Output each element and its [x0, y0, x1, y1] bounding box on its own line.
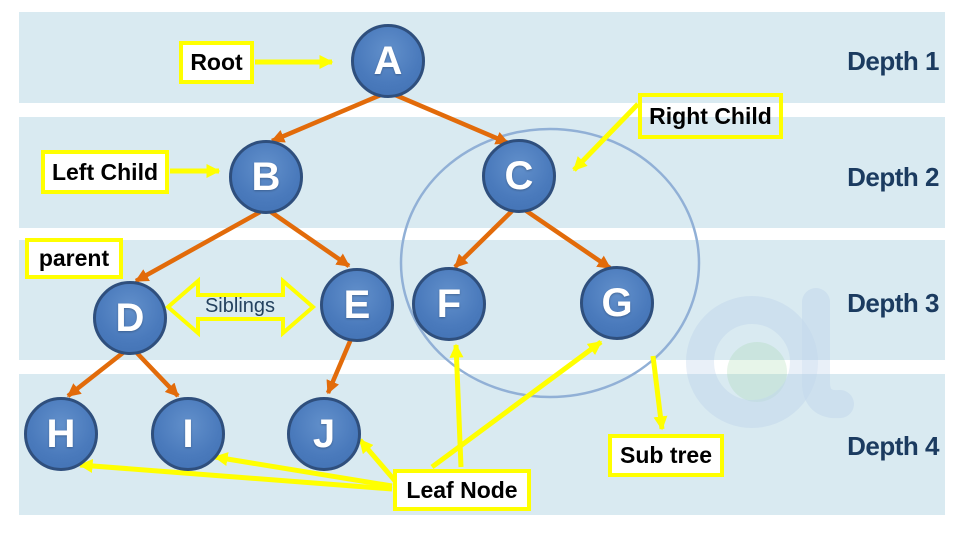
node-B: B: [229, 140, 303, 214]
node-I: I: [151, 397, 225, 471]
depth-3-label: Depth 3: [847, 288, 939, 318]
node-J: J: [287, 397, 361, 471]
siblings-label: Siblings: [204, 295, 276, 317]
root-label: Root: [179, 41, 254, 84]
node-F: F: [412, 267, 486, 341]
left-child-label: Left Child: [41, 150, 169, 194]
node-C: C: [482, 139, 556, 213]
depth-4-label: Depth 4: [847, 431, 939, 461]
leaf-node-label: Leaf Node: [393, 469, 531, 511]
parent-label: parent: [25, 238, 123, 279]
node-E: E: [320, 268, 394, 342]
depth-band-1: [19, 12, 945, 103]
node-D: D: [93, 281, 167, 355]
node-G: G: [580, 266, 654, 340]
node-H: H: [24, 397, 98, 471]
depth-1-label: Depth 1: [847, 46, 939, 76]
right-child-label: Right Child: [638, 93, 783, 139]
node-A: A: [351, 24, 425, 98]
depth-2-label: Depth 2: [847, 162, 939, 192]
sub-tree-label: Sub tree: [608, 434, 724, 477]
